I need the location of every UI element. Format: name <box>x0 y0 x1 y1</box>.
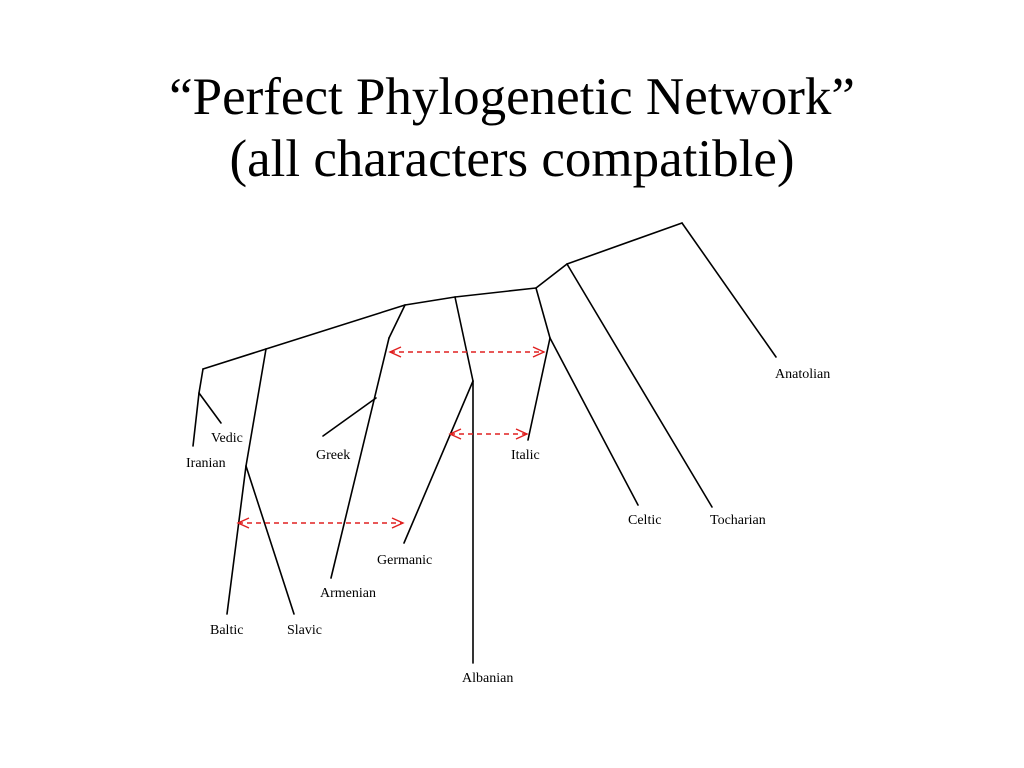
edge-tocharian <box>566 263 713 508</box>
edge-slavic <box>245 465 295 615</box>
edge-indo-iranian <box>198 368 204 394</box>
edge-germanic <box>403 380 474 544</box>
edge-iranian <box>192 392 200 447</box>
contact-arrowhead-lower-left <box>236 517 250 529</box>
label-armenian: Armenian <box>320 586 376 601</box>
label-baltic: Baltic <box>210 623 243 638</box>
edge-celtic <box>549 337 639 506</box>
slide-title: “Perfect Phylogenetic Network” (all char… <box>0 66 1024 190</box>
contact-arrowhead-middle-left <box>448 428 462 440</box>
edge-germ-alb <box>454 296 474 382</box>
contact-arrowhead-upper-right <box>532 346 546 358</box>
contact-arrowhead-upper-left <box>388 346 402 358</box>
title-line-1: “Perfect Phylogenetic Network” <box>169 68 855 126</box>
label-tocharian: Tocharian <box>710 513 766 528</box>
edge-italo-celtic <box>535 287 551 339</box>
edge-backbone-2 <box>404 296 456 306</box>
edge-balto-slavic <box>245 348 267 467</box>
label-germanic: Germanic <box>377 553 432 568</box>
edge-backbone-1 <box>454 287 537 298</box>
label-iranian: Iranian <box>186 456 226 471</box>
edge-italic <box>527 337 551 441</box>
label-albanian: Albanian <box>462 671 513 686</box>
edge-root-anatolian <box>681 222 777 358</box>
title-line-2: (all characters compatible) <box>229 130 795 188</box>
edge-backbone-4 <box>202 348 267 370</box>
edge-armenian <box>330 337 390 579</box>
contact-edges <box>236 346 546 529</box>
label-anatolian: Anatolian <box>775 367 830 382</box>
leaf-labels: Anatolian Vedic Iranian Greek Italic Cel… <box>186 367 830 686</box>
edge-baltic <box>226 465 247 615</box>
edge-greek-armenian <box>388 304 406 339</box>
label-italic: Italic <box>511 448 540 463</box>
tree-edges <box>192 222 777 664</box>
label-vedic: Vedic <box>211 431 243 446</box>
edge-greek <box>322 397 377 437</box>
label-slavic: Slavic <box>287 623 322 638</box>
edge-vedic <box>198 392 222 424</box>
label-celtic: Celtic <box>628 513 661 528</box>
edge-backbone-3 <box>265 304 406 350</box>
label-greek: Greek <box>316 448 350 463</box>
contact-arrowhead-middle-right <box>515 428 529 440</box>
edge-node-a-node-b <box>535 263 568 289</box>
edge-root-node-a <box>566 222 683 265</box>
contact-arrowhead-lower-right <box>391 517 405 529</box>
